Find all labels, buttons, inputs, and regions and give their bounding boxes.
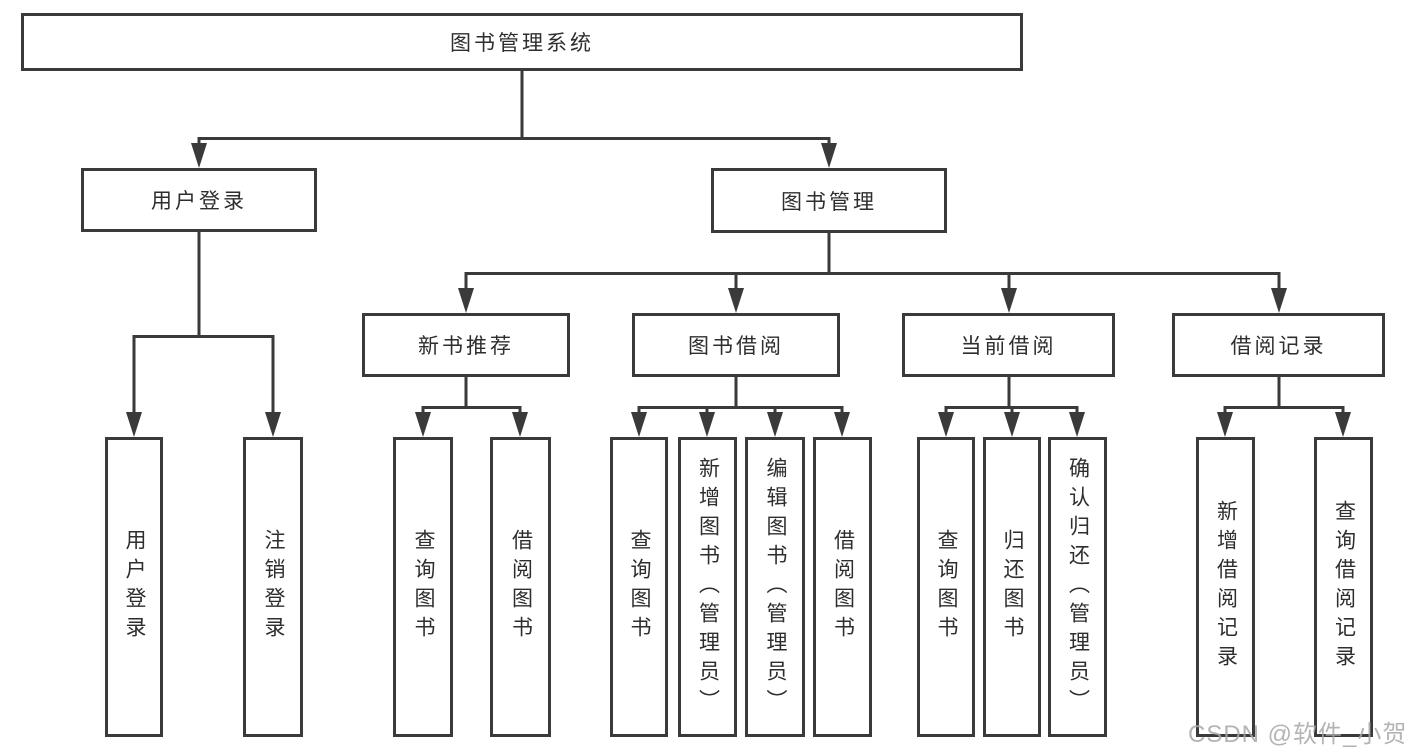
arrowhead <box>1335 412 1351 437</box>
node-root-label: 图书管理系统 <box>450 32 594 55</box>
node-new-book-recommendation: 新书推荐 <box>362 313 570 377</box>
connector-user-login-branch <box>132 232 275 420</box>
arrowhead <box>415 412 431 437</box>
connector-book-mgmt-branch <box>464 233 1281 297</box>
leaf-cb-query-books-label: 查询图书 <box>935 529 958 645</box>
arrowhead <box>1217 412 1233 437</box>
arrowhead <box>834 412 850 437</box>
arrowhead <box>1271 288 1287 313</box>
leaf-logout-label: 注销登录 <box>262 529 285 645</box>
arrowhead <box>1001 288 1017 313</box>
node-user-login: 用户登录 <box>81 168 317 232</box>
leaf-br-query-record-label: 查询借阅记录 <box>1332 500 1356 674</box>
arrowhead <box>1004 412 1020 437</box>
leaf-rec-query-books: 查询图书 <box>393 437 453 737</box>
leaf-rec-borrow-books-label: 借阅图书 <box>509 529 533 645</box>
leaf-bb-edit-books: 编辑图书（管理员） <box>745 437 805 737</box>
node-book-management-label: 图书管理 <box>781 190 877 214</box>
node-user-login-label: 用户登录 <box>151 190 247 213</box>
leaf-bb-borrow-books-label: 借阅图书 <box>831 529 855 645</box>
leaf-bb-edit-books-label: 编辑图书（管理员） <box>764 456 787 718</box>
node-new-book-recommendation-label: 新书推荐 <box>418 335 514 358</box>
leaf-cb-query-books: 查询图书 <box>917 437 975 737</box>
leaf-bb-query-books: 查询图书 <box>610 437 668 737</box>
leaf-br-add-record: 新增借阅记录 <box>1196 437 1255 737</box>
leaf-cb-confirm-return: 确认归还（管理员） <box>1048 437 1107 737</box>
connector-borrow-records-branch <box>1223 377 1345 420</box>
leaf-br-query-record: 查询借阅记录 <box>1314 437 1373 737</box>
leaf-rec-query-books-label: 查询图书 <box>412 529 435 645</box>
node-borrowing-records-label: 借阅记录 <box>1230 335 1327 358</box>
node-book-borrowing-label: 图书借阅 <box>688 335 784 358</box>
node-root: 图书管理系统 <box>21 13 1023 71</box>
arrowhead <box>728 288 744 313</box>
leaf-bb-borrow-books: 借阅图书 <box>813 437 872 737</box>
leaf-rec-borrow-books: 借阅图书 <box>490 437 551 737</box>
node-borrowing-records: 借阅记录 <box>1172 313 1385 377</box>
leaf-cb-return-books-label: 归还图书 <box>1001 529 1024 645</box>
arrowhead <box>265 412 281 437</box>
leaf-cb-return-books: 归还图书 <box>983 437 1041 737</box>
csdn-watermark: CSDN @软件_小贺同学 <box>1188 721 1405 747</box>
leaf-cb-confirm-return-label: 确认归还（管理员） <box>1066 456 1090 718</box>
leaf-user-login-label: 用户登录 <box>123 529 146 645</box>
leaf-bb-add-books: 新增图书（管理员） <box>678 437 737 737</box>
node-current-borrowing: 当前借阅 <box>902 313 1115 377</box>
arrowhead <box>191 143 207 168</box>
node-book-borrowing: 图书借阅 <box>632 313 840 377</box>
connector-book-borrow-branch <box>637 377 844 420</box>
arrowhead <box>631 412 647 437</box>
node-book-management: 图书管理 <box>711 168 947 233</box>
arrowhead <box>126 412 142 437</box>
node-current-borrowing-label: 当前借阅 <box>960 335 1057 358</box>
leaf-br-add-record-label: 新增借阅记录 <box>1214 500 1238 674</box>
arrowheads <box>126 143 1351 437</box>
arrowhead <box>821 143 837 168</box>
arrowhead <box>699 412 715 437</box>
connector-new-book-rec-branch <box>421 377 522 420</box>
arrowhead <box>938 412 954 437</box>
arrowhead <box>1069 412 1085 437</box>
leaf-user-login: 用户登录 <box>105 437 163 737</box>
connector-root-branch <box>197 71 831 150</box>
leaf-bb-query-books-label: 查询图书 <box>628 529 651 645</box>
leaf-bb-add-books-label: 新增图书（管理员） <box>696 456 720 718</box>
leaf-logout: 注销登录 <box>243 437 303 737</box>
arrowhead <box>512 412 528 437</box>
arrowhead <box>767 412 783 437</box>
arrowhead <box>458 288 474 313</box>
